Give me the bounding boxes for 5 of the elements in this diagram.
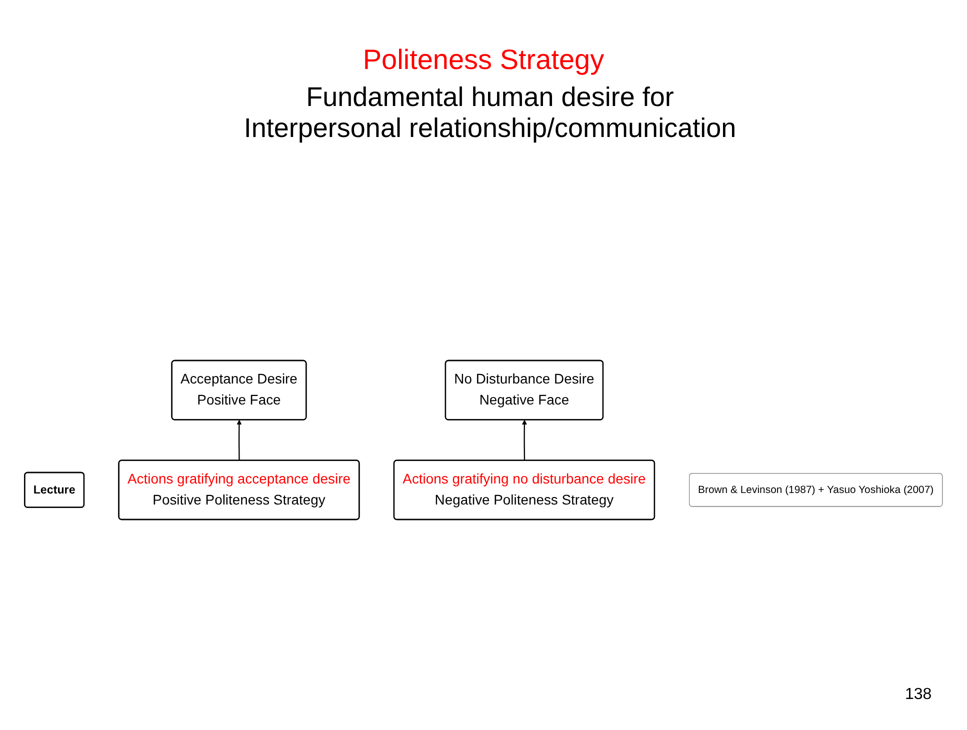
arrow — [236, 420, 242, 461]
subtitle: Fundamental human desire for Interpersonal relationship/communication — [242, 82, 738, 144]
arrow — [522, 420, 527, 461]
title: Politeness Strategy — [362, 44, 606, 76]
page-number: 138 — [905, 686, 932, 704]
